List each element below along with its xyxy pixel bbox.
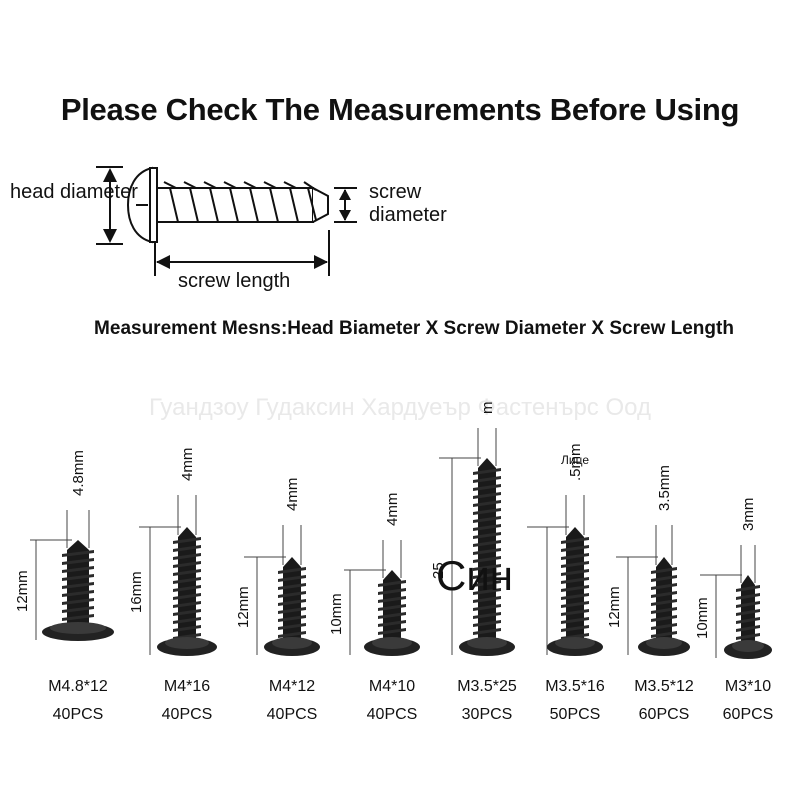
screw-code: M4*16 — [163, 678, 211, 695]
length-dimension-label: 12mm — [235, 586, 252, 628]
length-dimension-label: 16mm — [128, 571, 145, 613]
screw-m4-16 — [139, 495, 217, 656]
screw-m3-5-12 — [616, 525, 690, 656]
screw-code: M3.5*25 — [457, 678, 517, 695]
screw-quantity: 40PCS — [266, 706, 318, 723]
head-dimension-label: m — [479, 401, 496, 415]
screw-code: M3.5*16 — [545, 678, 605, 695]
length-dimension-label: 10mm — [694, 596, 711, 639]
screw-quantity: 60PCS — [722, 706, 774, 723]
screw-m4-10 — [344, 540, 420, 656]
page-title: Please Check The Measurements Before Usi… — [60, 92, 740, 127]
screw-code: M4.8*12 — [48, 678, 108, 695]
length-dimension-label: 12mm — [606, 586, 623, 628]
screw-m3-5-25 — [439, 428, 515, 656]
head-diameter-label: head diameter — [10, 181, 138, 203]
screw-m3-10 — [700, 545, 772, 659]
screw-code: M3.5*12 — [634, 678, 694, 695]
measurement-formula: Measurement Mesns:Head Biameter X Screw … — [94, 318, 734, 339]
stamp-large-text: Син — [436, 552, 513, 599]
screw-diameter-label: screw diameter — [369, 181, 447, 226]
head-dimension-label: 3.5mm — [656, 465, 673, 511]
watermark: Гуандзоу Гудаксин Хардуеър Фастенърс Оод — [149, 394, 651, 421]
length-dimension-label: 12mm — [14, 570, 31, 612]
stamp-small-text: Лице — [561, 453, 589, 467]
head-dimension-label: 4mm — [284, 477, 301, 511]
screw-code: M4*12 — [268, 678, 316, 695]
screw-quantity: 40PCS — [161, 706, 213, 723]
screw-quantity: 40PCS — [52, 706, 104, 723]
screw-quantity: 50PCS — [549, 706, 601, 723]
screw-m4-12 — [244, 525, 320, 656]
screw-quantity: 40PCS — [366, 706, 418, 723]
screw-quantity: 60PCS — [638, 706, 690, 723]
screw-code: M4*10 — [368, 678, 416, 695]
screw-code: M3*10 — [724, 678, 772, 695]
screw-m3-5-16 — [527, 495, 603, 656]
screw-length-label: screw length — [178, 270, 291, 292]
length-dimension-label: 25 — [430, 561, 447, 579]
head-dimension-label: .5mm — [567, 443, 584, 482]
screw-m4-8-12 — [30, 510, 114, 641]
length-dimension-label: 10mm — [328, 592, 345, 635]
head-dimension-label: 4mm — [384, 492, 401, 526]
head-dimension-label: 4.8mm — [70, 450, 87, 496]
screw-quantity: 30PCS — [461, 706, 513, 723]
head-dimension-label: 3mm — [740, 497, 757, 531]
head-dimension-label: 4mm — [179, 447, 196, 481]
